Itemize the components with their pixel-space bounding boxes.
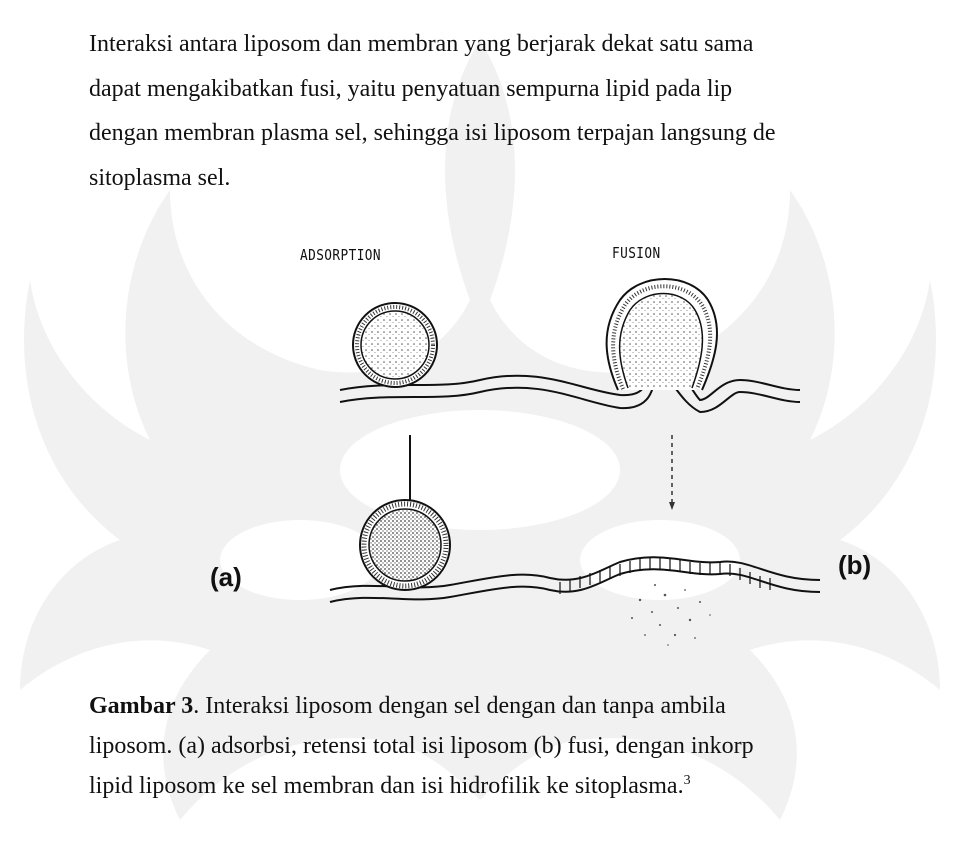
caption-line-1: Gambar 3. Interaksi liposom dengan sel d… — [89, 686, 961, 726]
paragraph-line: dapat mengakibatkan fusi, yaitu penyatua… — [89, 67, 961, 112]
liposome-interaction-figure: ADSORPTION FUSION (a) (b) — [220, 240, 920, 660]
paragraph-line: Interaksi antara liposom dan membran yan… — [89, 22, 961, 67]
figure-drawing — [220, 240, 920, 660]
caption-line3-text: lipid liposom ke sel membran dan isi hid… — [89, 773, 684, 799]
fusion-bud — [607, 279, 717, 390]
adsorption-liposome — [353, 303, 437, 387]
paragraph-line: dengan membran plasma sel, sehingga isi … — [89, 111, 961, 156]
figure-caption: Gambar 3. Interaksi liposom dengan sel d… — [89, 686, 961, 806]
reference-superscript: 3 — [684, 773, 691, 788]
caption-line1-rest: . Interaksi liposom dengan sel dengan da… — [193, 693, 726, 719]
released-contents — [631, 584, 711, 646]
caption-line-3: lipid liposom ke sel membran dan isi hid… — [89, 766, 961, 806]
fusion-arrow — [669, 435, 675, 510]
paragraph-line: sitoplasma sel. — [89, 156, 961, 201]
body-paragraph: Interaksi antara liposom dan membran yan… — [89, 22, 961, 200]
caption-line-2: liposom. (a) adsorbsi, retensi total isi… — [89, 726, 961, 766]
adsorbed-liposome — [360, 500, 450, 590]
caption-lead: Gambar 3 — [89, 693, 193, 719]
